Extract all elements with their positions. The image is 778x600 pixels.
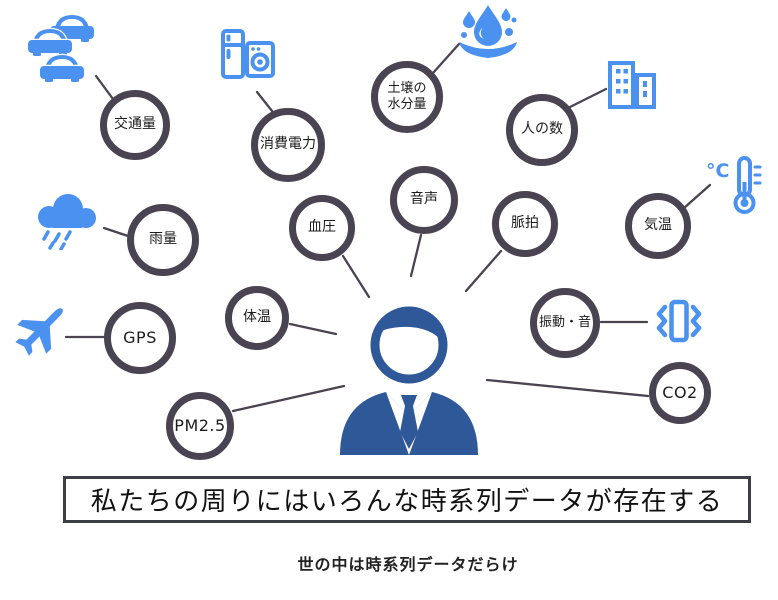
node-label: 血圧 — [308, 219, 336, 236]
connector — [409, 233, 423, 278]
node-air-temperature: 気温 — [625, 193, 691, 259]
connector — [485, 378, 650, 398]
banner-text: 私たちの周りにはいろんな時系列データが存在する — [90, 487, 724, 517]
node-label: 音声 — [410, 191, 438, 208]
node-label: 人の数 — [521, 121, 563, 138]
node-label: 雨量 — [149, 231, 177, 248]
node-label: 気温 — [644, 217, 672, 234]
svg-text:°C: °C — [706, 160, 729, 182]
connector — [102, 226, 130, 238]
node-label: 水分量 — [387, 97, 427, 112]
banner-box: 私たちの周りにはいろんな時系列データが存在する — [63, 476, 751, 523]
connector — [341, 254, 371, 299]
node-label: 土壌の — [387, 80, 427, 96]
connector — [568, 87, 608, 109]
node-people-count: 人の数 — [506, 94, 578, 166]
connector — [682, 183, 712, 210]
appliances-icon — [220, 28, 276, 90]
water-drop-icon — [452, 4, 524, 62]
businessman-icon — [334, 303, 484, 455]
node-rainfall: 雨量 — [127, 204, 199, 276]
node-voice: 音声 — [390, 166, 458, 234]
cars-icon — [28, 12, 96, 86]
node-power: 消費電力 — [251, 108, 325, 182]
node-label: GPS — [123, 328, 157, 347]
vibrating-phone-icon — [650, 296, 708, 350]
node-pulse: 脈拍 — [492, 191, 558, 257]
node-vibration-sound: 振動・音 — [530, 288, 600, 358]
node-label: 振動・音 — [538, 314, 591, 330]
node-blood-pressure: 血圧 — [289, 195, 355, 261]
node-label: 体温 — [243, 309, 271, 326]
node-label: CO2 — [662, 383, 698, 402]
node-soil-moisture: 土壌の 水分量 — [371, 61, 443, 133]
node-pm25: PM2.5 — [166, 392, 234, 460]
connector — [464, 249, 503, 293]
node-label: PM2.5 — [174, 416, 226, 435]
node-label: 脈拍 — [511, 215, 539, 232]
node-label: 消費電力 — [260, 136, 316, 153]
node-traffic: 交通量 — [100, 90, 170, 160]
connector — [288, 322, 338, 336]
connector — [231, 384, 346, 413]
airplane-icon — [12, 297, 74, 359]
caption-text: 世の中は時系列データだらけ — [297, 555, 519, 574]
node-gps: GPS — [104, 302, 176, 374]
thermometer-icon: °C — [706, 155, 764, 215]
node-label: 交通量 — [114, 116, 156, 133]
connector — [431, 42, 461, 75]
node-co2: CO2 — [649, 362, 711, 424]
buildings-icon — [606, 60, 660, 110]
rain-cloud-icon — [30, 192, 106, 250]
connector — [94, 74, 115, 101]
node-body-temperature: 体温 — [225, 286, 289, 350]
